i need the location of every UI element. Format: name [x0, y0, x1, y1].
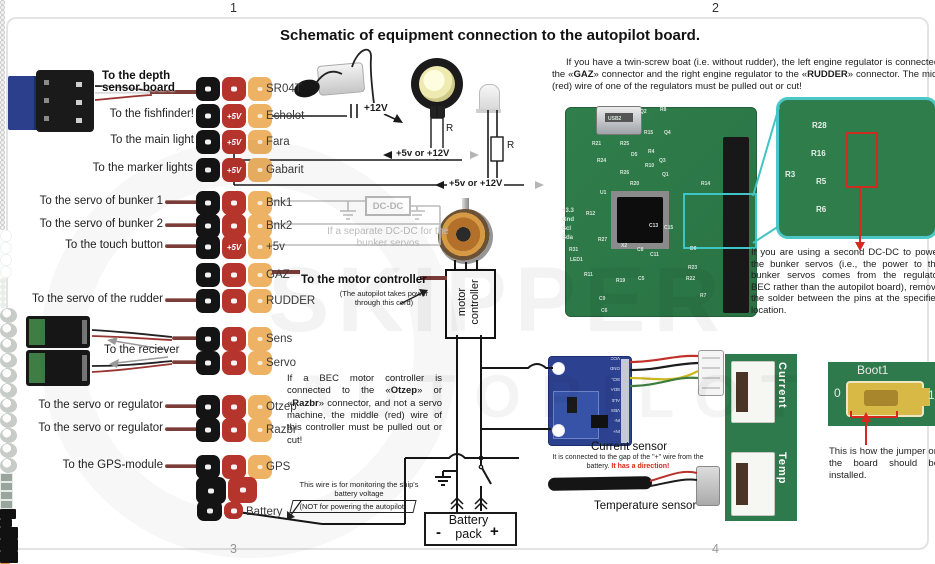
- main-light-stem: [430, 106, 445, 118]
- battery-pack-line1: Battery: [448, 513, 489, 527]
- jumper-1-label: 1: [928, 388, 935, 402]
- header-pin: [0, 125, 5, 130]
- header-pin: [0, 145, 5, 150]
- receiver-connector-photo-2: [26, 350, 90, 386]
- page-title: Schematic of equipment connection to the…: [279, 27, 700, 44]
- header-pin: [0, 15, 5, 20]
- header-pin: [0, 190, 5, 195]
- header-pin: [0, 25, 5, 30]
- header-pin: [0, 60, 5, 65]
- sonar-module-photo: [316, 62, 366, 96]
- header-pin: [0, 140, 5, 145]
- motor-photo: [438, 209, 493, 264]
- battery-pack-box: [424, 512, 517, 546]
- header-pin: [0, 20, 5, 25]
- pcb-component: [0, 551, 18, 563]
- header-pin: [0, 85, 5, 90]
- page-border: [6, 17, 929, 550]
- header-pin: [0, 215, 5, 220]
- header-pin: [0, 55, 5, 60]
- header-pin: [0, 0, 5, 5]
- header-pin: [0, 80, 5, 85]
- header-pin: [0, 95, 5, 100]
- header-pin: [0, 220, 5, 225]
- solder-highlight-rect: [683, 193, 757, 249]
- header-pin: [0, 70, 5, 75]
- battery-plus: +: [490, 523, 499, 540]
- header-pin: [0, 115, 5, 120]
- header-pin: [0, 105, 5, 110]
- pin-header-strip: [723, 137, 749, 313]
- jumper-tab: [918, 388, 930, 406]
- header-pin: [0, 195, 5, 200]
- battery-minus: -: [436, 524, 441, 541]
- depth-connector-photo: [36, 70, 94, 132]
- header-pin: [0, 100, 5, 105]
- mark-top-left: 1: [230, 1, 237, 15]
- micro-usb-connector: [596, 106, 642, 135]
- header-pin: [0, 170, 5, 175]
- receiver-connector-photo-1: [26, 316, 90, 348]
- header-pin: [0, 110, 5, 115]
- mcu-chip: [611, 191, 669, 249]
- header-pin: [0, 90, 5, 95]
- header-pin: [0, 75, 5, 80]
- temperature-probe-photo: [547, 476, 653, 491]
- header-pin: [0, 155, 5, 160]
- header-pin: [0, 45, 5, 50]
- header-pin: [0, 205, 5, 210]
- header-pin: [0, 160, 5, 165]
- motor-controller-box: [445, 269, 496, 339]
- temperature-plug: [696, 466, 720, 506]
- header-pin: [0, 30, 5, 35]
- marker-led-photo: [479, 84, 500, 112]
- header-pin: [0, 5, 5, 10]
- main-light-photo: [411, 58, 463, 110]
- mark-top-right: 2: [712, 1, 719, 15]
- mark-bottom-left: 3: [230, 542, 237, 556]
- header-pin: [0, 150, 5, 155]
- header-pin: [0, 130, 5, 135]
- header-pin: [0, 225, 5, 230]
- motor-controller-label: motor controller: [456, 279, 481, 325]
- header-pin: [0, 65, 5, 70]
- header-pin: [0, 10, 5, 15]
- header-pin: [0, 210, 5, 215]
- header-pin: [0, 40, 5, 45]
- marker-led-flange: [476, 109, 501, 113]
- riser-board-photo: [725, 354, 797, 521]
- battery-pack-line2: pack: [455, 527, 482, 541]
- jumper-photo: [846, 381, 924, 417]
- header-pin: [0, 165, 5, 170]
- header-pin: [0, 200, 5, 205]
- current-sensor-plug: [698, 350, 724, 396]
- jumper-0-label: 0: [834, 386, 841, 400]
- header-pin: [0, 35, 5, 40]
- header-pin: [0, 180, 5, 185]
- header-pin: [0, 120, 5, 125]
- mark-bottom-right: 4: [712, 542, 719, 556]
- riser-label-temp: Temp: [776, 452, 788, 485]
- boot1-label: Boot1: [857, 363, 889, 377]
- header-pin: [0, 135, 5, 140]
- header-pin: [0, 50, 5, 55]
- motor-shaft: [462, 198, 469, 211]
- depth-sensor-pcb-photo: [8, 76, 38, 130]
- riser-label-current: Current: [776, 362, 788, 409]
- current-sensor-photo: [548, 356, 632, 446]
- header-pin: [0, 175, 5, 180]
- header-pin: [0, 185, 5, 190]
- solder-jumper-red-rect: [846, 132, 878, 188]
